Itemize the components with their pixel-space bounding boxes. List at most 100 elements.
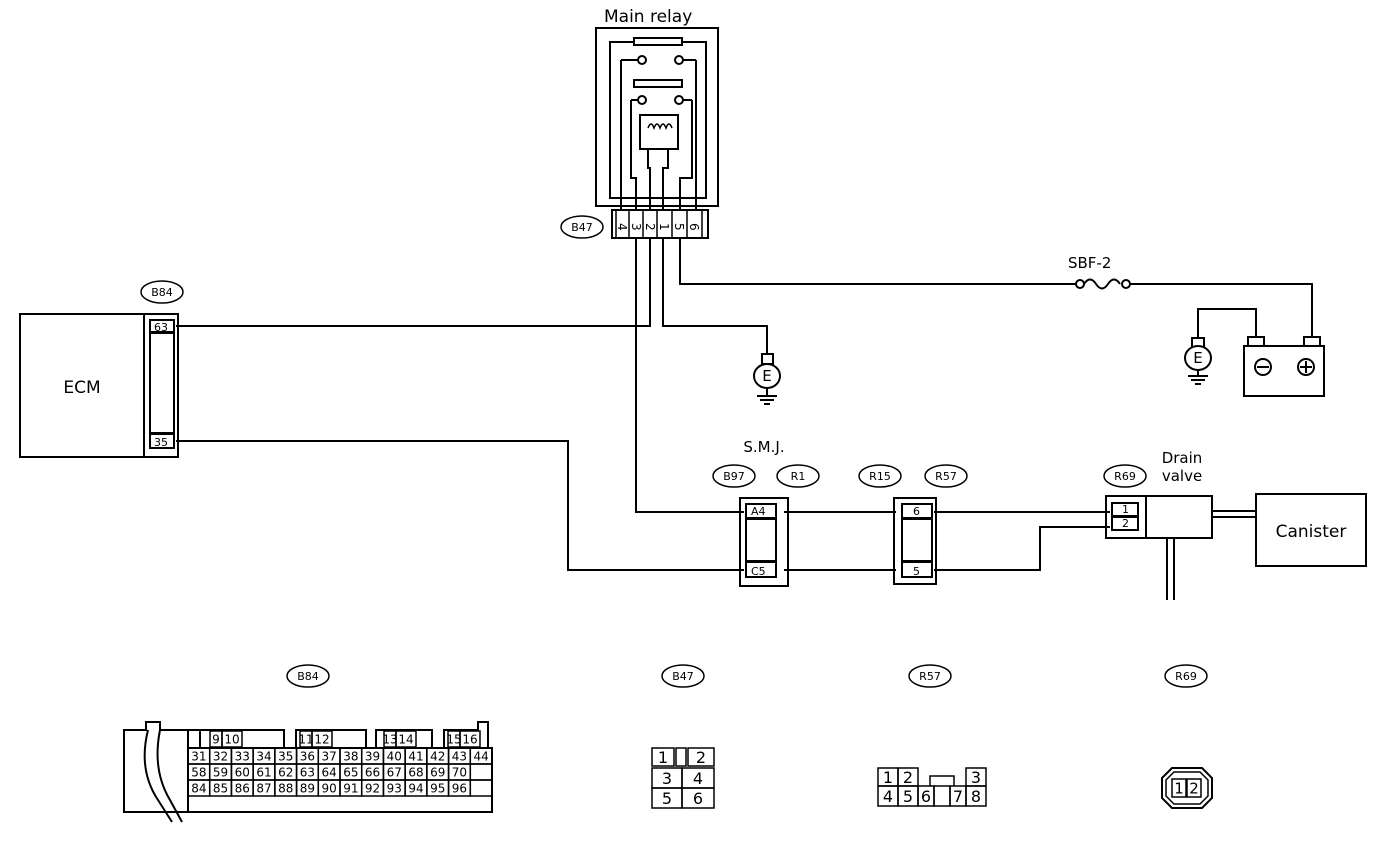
r69-connector-face: [1161, 767, 1213, 809]
r57-key: [929, 775, 955, 786]
svg-text:R15: R15: [869, 470, 891, 483]
r57-pin-7-label: 7: [953, 787, 963, 806]
relay-pin-1: 1: [657, 223, 671, 231]
ground-label-battery: E: [1193, 349, 1202, 367]
drain-valve: [1105, 495, 1213, 539]
view-title-r57: R57: [908, 664, 952, 688]
smj-connector: [739, 497, 789, 587]
relay-pin-6: 6: [687, 223, 701, 231]
relay-connector: 4 3 2 1 5 6: [611, 209, 709, 239]
b84-pin-86-label: 86: [235, 781, 250, 795]
relay-pin-3: 3: [629, 223, 643, 231]
b84-pin-60-label: 60: [235, 765, 250, 779]
b84-pin-93-label: 93: [387, 781, 402, 795]
b47-pin-2-label: 2: [696, 748, 706, 767]
r69-pin-2-cell: [1186, 778, 1202, 798]
b84-pin-32-label: 32: [213, 749, 228, 763]
b84-pin-39-label: 39: [365, 749, 380, 763]
b84-pin-41-label: 41: [408, 749, 423, 763]
r57-pin-5-label: 5: [903, 787, 913, 806]
ground-label-relay: E: [762, 367, 771, 385]
main-relay: [595, 27, 719, 212]
r57-pin-2-label: 2: [903, 768, 913, 787]
b84-empty-2-cell: [469, 779, 493, 797]
b47-pin-6-cell: [681, 787, 715, 809]
r57-pin-6-label: 6: [921, 787, 931, 806]
svg-text:B84: B84: [151, 286, 173, 299]
b84-pin-35-label: 35: [278, 749, 293, 763]
r57-pin-5: 5: [913, 565, 920, 578]
b84-pin-12-label: 12: [314, 732, 329, 746]
r57-pin-8-label: 8: [971, 787, 981, 806]
b84-pin-61-label: 61: [256, 765, 271, 779]
b84-pin-66-label: 66: [365, 765, 380, 779]
svg-text:Canister: Canister: [1276, 522, 1347, 542]
ecm-label: ECM: [63, 378, 100, 398]
b84-pin-62-label: 62: [278, 765, 293, 779]
b84-pin-16-label: 16: [462, 732, 477, 746]
b84-pin-14-cell: [395, 730, 417, 748]
svg-text:R69: R69: [1175, 670, 1197, 683]
b84-pin-44-label: 44: [474, 749, 489, 763]
b84-pin-59-label: 59: [213, 765, 228, 779]
b84-pin-84-label: 84: [191, 781, 206, 795]
b84-pin-38-label: 38: [343, 749, 358, 763]
b84-pin-13-label: 13: [382, 732, 397, 746]
b84-pin-90-label: 90: [322, 781, 337, 795]
r69-pin-1: 1: [1122, 503, 1129, 516]
r69-pin-1-cell: [1171, 778, 1187, 798]
b84-pin-70-label: 70: [452, 765, 467, 779]
r57-pin-8-cell: [965, 785, 987, 807]
svg-text:R69: R69: [1114, 470, 1136, 483]
sbf-2-label: SBF-2: [1068, 254, 1111, 272]
relay-pin-2: 2: [643, 223, 657, 231]
r57-pin-6: 6: [913, 505, 920, 518]
svg-text:R1: R1: [791, 470, 806, 483]
b84-pin-33-label: 33: [235, 749, 250, 763]
b84-pin-15-label: 15: [446, 732, 461, 746]
connector-badge-b47: B47: [560, 215, 604, 239]
smj-pin-c5: C5: [751, 565, 766, 578]
b84-pin-36-label: 36: [300, 749, 315, 763]
b84-pin-88-label: 88: [278, 781, 293, 795]
relay-pin-4: 4: [615, 223, 629, 231]
b84-pin-43-label: 43: [452, 749, 467, 763]
main-relay-label: Main relay: [604, 7, 692, 27]
b84-pin-40-label: 40: [387, 749, 402, 763]
svg-text:B47: B47: [571, 221, 593, 234]
b84-pin-34-label: 34: [256, 749, 271, 763]
b84-pin-63-label: 63: [300, 765, 315, 779]
b84-pin-10-cell: [221, 730, 243, 748]
battery: [1243, 336, 1325, 397]
ground-symbol-relay: [753, 353, 781, 405]
b84-pin-67-label: 67: [387, 765, 402, 779]
wires: [176, 238, 1313, 600]
b84-pin-96-label: 96: [452, 781, 467, 795]
b84-pin-69-label: 69: [430, 765, 445, 779]
connector-badge-r57: R57: [924, 464, 968, 488]
connector-badge-b97: B97: [712, 464, 756, 488]
b84-pin-42-label: 42: [430, 749, 445, 763]
connector-badge-b84: B84: [140, 280, 184, 304]
b47-pin-3-label: 3: [662, 769, 672, 788]
b84-pin-95-label: 95: [430, 781, 445, 795]
b84-pin-37-label: 37: [322, 749, 337, 763]
b84-pin-31-label: 31: [191, 749, 206, 763]
b84-pin-89-label: 89: [300, 781, 315, 795]
b84-pin-58-label: 58: [191, 765, 206, 779]
connector-badge-r69: R69: [1103, 464, 1147, 488]
view-title-b47: B47: [661, 664, 705, 688]
b84-pin-10-label: 10: [224, 732, 239, 746]
b47-pin-4-label: 4: [693, 769, 703, 788]
b47-pin-2-cell: [687, 747, 715, 767]
b47-pin-1-cell: [651, 747, 675, 767]
r69-pin-2: 2: [1122, 517, 1129, 530]
ecm-pin-35: 35: [154, 436, 168, 449]
r57-pin-3-label: 3: [971, 768, 981, 787]
svg-text:B47: B47: [672, 670, 694, 683]
